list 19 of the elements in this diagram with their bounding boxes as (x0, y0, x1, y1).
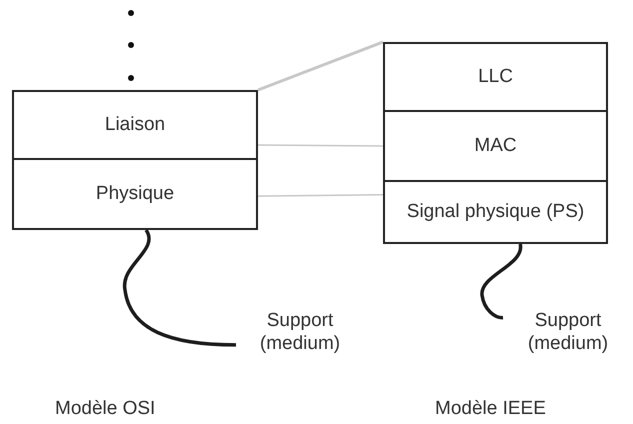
layer-name: Liaison (104, 114, 166, 136)
connector-line (258, 194, 383, 197)
layer-box (383, 180, 608, 244)
model-caption: Modèle IEEE (435, 398, 546, 420)
medium-label: Support (medium) (526, 310, 610, 356)
layer-box (383, 42, 608, 112)
layer-box (12, 158, 258, 230)
layer-box (12, 90, 258, 160)
connector-line (258, 144, 383, 147)
layer-name: Physique (96, 182, 174, 206)
connector-line (257, 40, 384, 92)
cable-line (122, 229, 236, 347)
medium-label: Support (medium) (258, 310, 342, 356)
layer-name: Signal physique (PS) (406, 200, 584, 224)
layer-name: MAC (474, 134, 517, 158)
layer-name: LLC (478, 66, 513, 88)
cable-line (480, 244, 522, 320)
layer-box (383, 110, 608, 182)
model-caption: Modèle OSI (55, 398, 156, 420)
